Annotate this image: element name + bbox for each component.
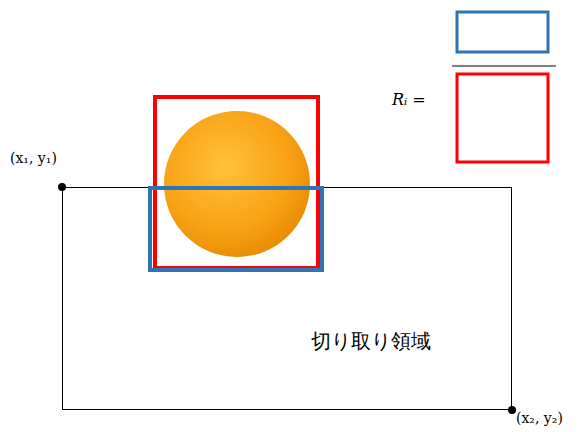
formula-label: Rᵢ = [392,90,426,109]
coordinate-label: (x₁, y₁) [10,150,57,166]
crop-region: 切り取り領域 [62,187,512,410]
corner-dot [58,183,66,191]
photo-ground [157,99,316,266]
region-label: 切り取り領域 [311,328,431,355]
object-box [155,97,318,268]
numerator-box [457,12,548,52]
denominator-box [457,74,548,162]
fraction-bar [452,66,556,67]
orange-fruit [164,111,310,257]
corner-dot [508,406,516,414]
coordinate-label: (x₂, y₂) [516,410,563,426]
overlap-box [150,188,322,270]
